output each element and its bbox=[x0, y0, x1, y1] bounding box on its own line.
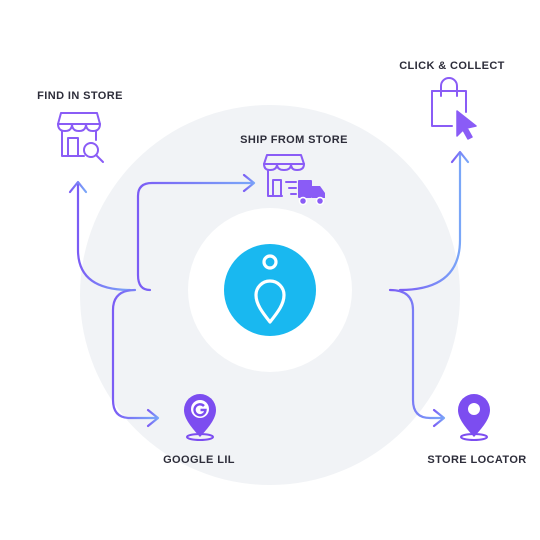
store-search-icon bbox=[57, 112, 104, 163]
label-click-collect: CLICK & COLLECT bbox=[399, 60, 505, 72]
label-find-in-store: FIND IN STORE bbox=[37, 90, 123, 102]
label-google-lil: GOOGLE LIL bbox=[163, 454, 235, 466]
arrow-google-lil bbox=[146, 408, 160, 428]
location-pin-person-icon bbox=[254, 254, 286, 324]
arrow-click-collect bbox=[450, 150, 470, 164]
arrow-ship-from-store bbox=[242, 173, 256, 193]
connector-store-locator bbox=[388, 288, 444, 420]
hub bbox=[224, 244, 316, 336]
truck-icon bbox=[298, 180, 325, 206]
connector-google-lil bbox=[111, 288, 158, 420]
map-pin-icon bbox=[458, 394, 490, 441]
hub-circle bbox=[224, 244, 316, 336]
store-delivery-truck-icon bbox=[263, 154, 305, 197]
cursor-arrow-icon bbox=[456, 110, 477, 140]
label-store-locator: STORE LOCATOR bbox=[427, 454, 527, 466]
connector-click-collect bbox=[398, 152, 462, 292]
arrow-store-locator bbox=[432, 408, 446, 428]
connector-lines bbox=[68, 150, 470, 428]
google-pin-icon bbox=[184, 394, 216, 441]
label-ship-from-store: SHIP FROM STORE bbox=[240, 134, 348, 146]
connector-find-in-store bbox=[76, 182, 132, 292]
connector-ship-from-store bbox=[136, 181, 254, 292]
shopping-bag-cursor-icon bbox=[431, 77, 467, 127]
arrow-find-in-store bbox=[68, 180, 88, 194]
